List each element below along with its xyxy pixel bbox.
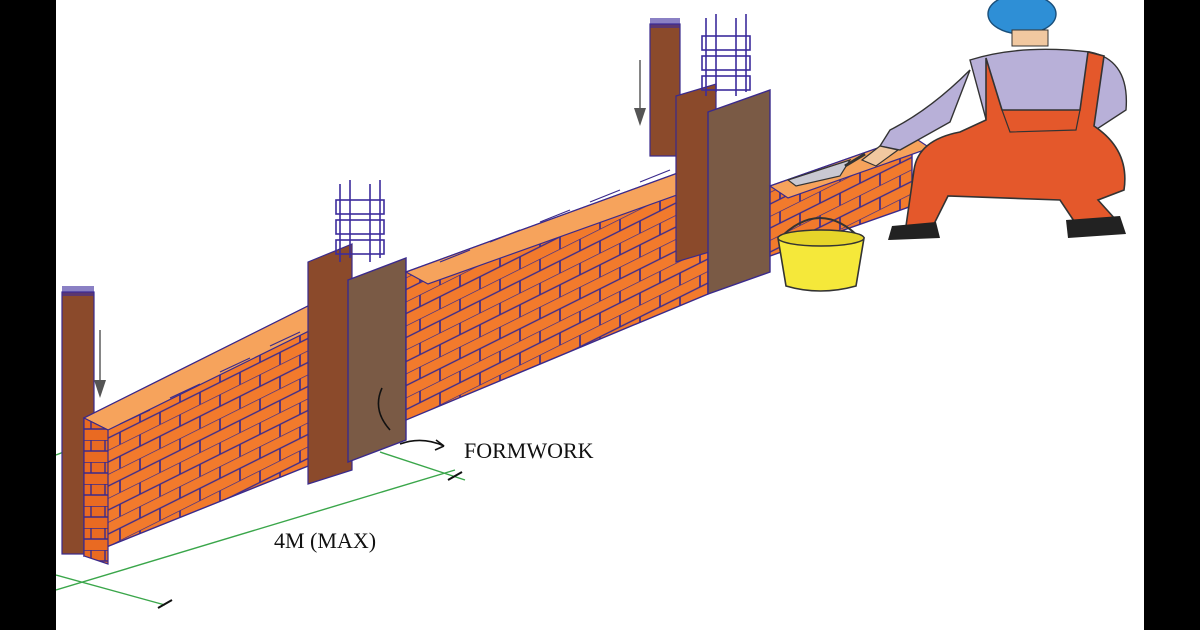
letterbox-left: [0, 0, 56, 630]
formwork-board-middle: [347, 256, 407, 464]
worker-figure: [860, 0, 1128, 240]
right-boot: [1066, 216, 1126, 238]
formwork-callout: [399, 439, 445, 451]
span-label: 4M (MAX): [274, 528, 376, 553]
plumb-bob-icon: [94, 380, 106, 398]
left-boot: [888, 222, 940, 240]
trowel-icon: [786, 152, 866, 187]
diagram-canvas: FORMWORK 4M (MAX): [56, 0, 1144, 630]
rebar-cage-middle: [335, 180, 385, 262]
helmet-icon: [987, 0, 1057, 35]
dimension-ticks: [157, 471, 463, 609]
formwork-label: FORMWORK: [464, 438, 594, 463]
letterbox-right: [1144, 0, 1200, 630]
rc-column-right: [634, 14, 771, 295]
brickwork-diagram: FORMWORK 4M (MAX): [56, 0, 1128, 609]
mortar-bucket: [777, 217, 865, 292]
rebar-cage-right: [701, 14, 751, 96]
brick-wall-segment-1: [82, 284, 374, 565]
plumb-bob-icon: [634, 108, 646, 126]
rc-column-middle: [307, 180, 407, 485]
formwork-board-right: [707, 89, 771, 295]
